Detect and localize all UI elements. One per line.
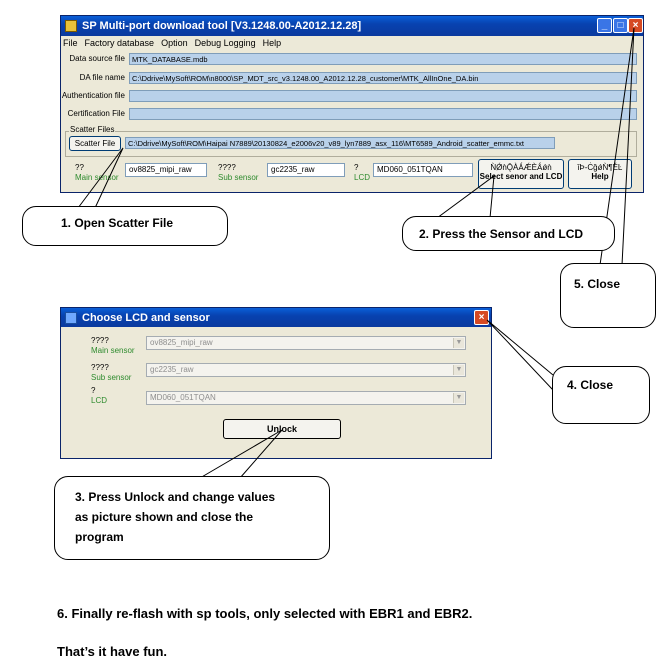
da-file-field[interactable]: C:\Ddrive\MySoft\ROM\n8000\SP_MDT_src_v3… — [129, 72, 637, 84]
callout-step3: 3. Press Unlock and change values as pic… — [54, 476, 330, 560]
scatter-group-label: Scatter Files — [69, 125, 116, 134]
dialog-sub-sensor-combo[interactable]: gc2235_raw ▼ — [146, 363, 466, 377]
closing-text: That’s it have fun. — [57, 644, 168, 659]
dialog-main-sensor-q: ???? — [91, 336, 109, 345]
dialog-close-button[interactable]: × — [474, 310, 489, 325]
dialog-main-sensor-combo[interactable]: ov8825_mipi_raw ▼ — [146, 336, 466, 350]
app-icon — [65, 20, 77, 32]
help-button[interactable]: ǐÞ-ĊǧǿǸ¶ÉĿ Help — [568, 159, 632, 189]
scatter-groupbox — [65, 131, 637, 157]
help-button-label: Help — [591, 172, 609, 181]
callout-step1: 1. Open Scatter File — [22, 206, 228, 246]
callout-step3-line1: 3. Press Unlock and change values — [75, 490, 276, 504]
callout-step4: 4. Close — [552, 366, 650, 424]
dialog-sub-sensor-label: Sub sensor — [91, 373, 132, 382]
scatter-file-button[interactable]: Scatter File — [69, 136, 121, 151]
auth-field[interactable] — [129, 90, 637, 102]
data-source-field[interactable]: MTK_DATABASE.mdb — [129, 53, 637, 65]
main-window-titlebar: SP Multi-port download tool [V3.1248.00-… — [61, 16, 643, 36]
unlock-button[interactable]: Unlock — [223, 419, 341, 439]
select-sensor-lcd-button[interactable]: ǸǾǹǬÀǺǼÈǺǿǹ Select senor and LCD — [478, 159, 564, 189]
callout-step2: 2. Press the Sensor and LCD — [402, 216, 615, 251]
menu-factory-database[interactable]: Factory database — [84, 38, 155, 48]
auth-label: Authentication file — [61, 91, 125, 100]
main-sensor-q: ?? — [75, 163, 84, 172]
main-window: SP Multi-port download tool [V3.1248.00-… — [60, 15, 644, 193]
chevron-down-icon[interactable]: ▼ — [453, 393, 464, 403]
da-file-label: DA file name — [79, 73, 125, 82]
cert-label: Certification File — [67, 109, 125, 118]
main-sensor-value: ov8825_mipi_raw — [125, 163, 207, 177]
dialog-main-sensor-value: ov8825_mipi_raw — [150, 338, 213, 347]
sub-sensor-q: ???? — [218, 163, 236, 172]
minimize-button[interactable]: _ — [597, 18, 612, 33]
lcd-label: LCD — [354, 173, 371, 182]
dialog-title: Choose LCD and sensor — [82, 311, 210, 324]
menu-bar: File Factory database Option Debug Loggi… — [61, 36, 643, 50]
menu-debug-logging[interactable]: Debug Logging — [194, 38, 256, 48]
main-close-button[interactable]: × — [628, 18, 643, 33]
sub-sensor-value: gc2235_raw — [267, 163, 345, 177]
choose-lcd-sensor-dialog: Choose LCD and sensor × ???? Main sensor… — [60, 307, 492, 459]
main-window-title: SP Multi-port download tool [V3.1248.00-… — [82, 20, 362, 32]
dialog-lcd-label: LCD — [91, 396, 108, 405]
dialog-icon — [65, 311, 77, 324]
main-sensor-label: Main sensor — [75, 173, 119, 182]
sub-sensor-label: Sub sensor — [218, 173, 259, 182]
maximize-button[interactable]: □ — [613, 18, 628, 33]
menu-option[interactable]: Option — [161, 38, 188, 48]
scatter-file-field[interactable]: C:\Ddrive\MySoft\ROM\Haipai N7889\201308… — [125, 137, 555, 149]
chevron-down-icon[interactable]: ▼ — [453, 338, 464, 348]
chevron-down-icon[interactable]: ▼ — [453, 365, 464, 375]
callout-step3-line2: as picture shown and close the — [75, 510, 254, 524]
menu-file[interactable]: File — [63, 38, 78, 48]
dialog-titlebar: Choose LCD and sensor × — [61, 308, 491, 327]
dialog-lcd-combo[interactable]: MD060_051TQAN ▼ — [146, 391, 466, 405]
dialog-lcd-q: ? — [91, 386, 96, 395]
data-source-label: Data source file — [69, 54, 125, 63]
cert-field[interactable] — [129, 108, 637, 120]
callout-step5: 5. Close — [560, 263, 656, 328]
help-button-garbled-text: ǐÞ-ĊǧǿǸ¶ÉĿ — [577, 163, 623, 172]
dialog-sub-sensor-value: gc2235_raw — [150, 365, 194, 374]
lcd-q: ? — [354, 163, 359, 172]
lcd-value: MD060_051TQAN — [373, 163, 473, 177]
select-button-garbled-text: ǸǾǹǬÀǺǼÈǺǿǹ — [490, 163, 552, 172]
step6-text: 6. Finally re-flash with sp tools, only … — [57, 606, 473, 621]
dialog-sub-sensor-q: ???? — [91, 363, 109, 372]
menu-help[interactable]: Help — [262, 38, 282, 48]
callout-step3-line3: program — [75, 530, 124, 544]
dialog-main-sensor-label: Main sensor — [91, 346, 135, 355]
select-button-label: Select senor and LCD — [479, 172, 563, 181]
dialog-lcd-value: MD060_051TQAN — [150, 393, 216, 402]
